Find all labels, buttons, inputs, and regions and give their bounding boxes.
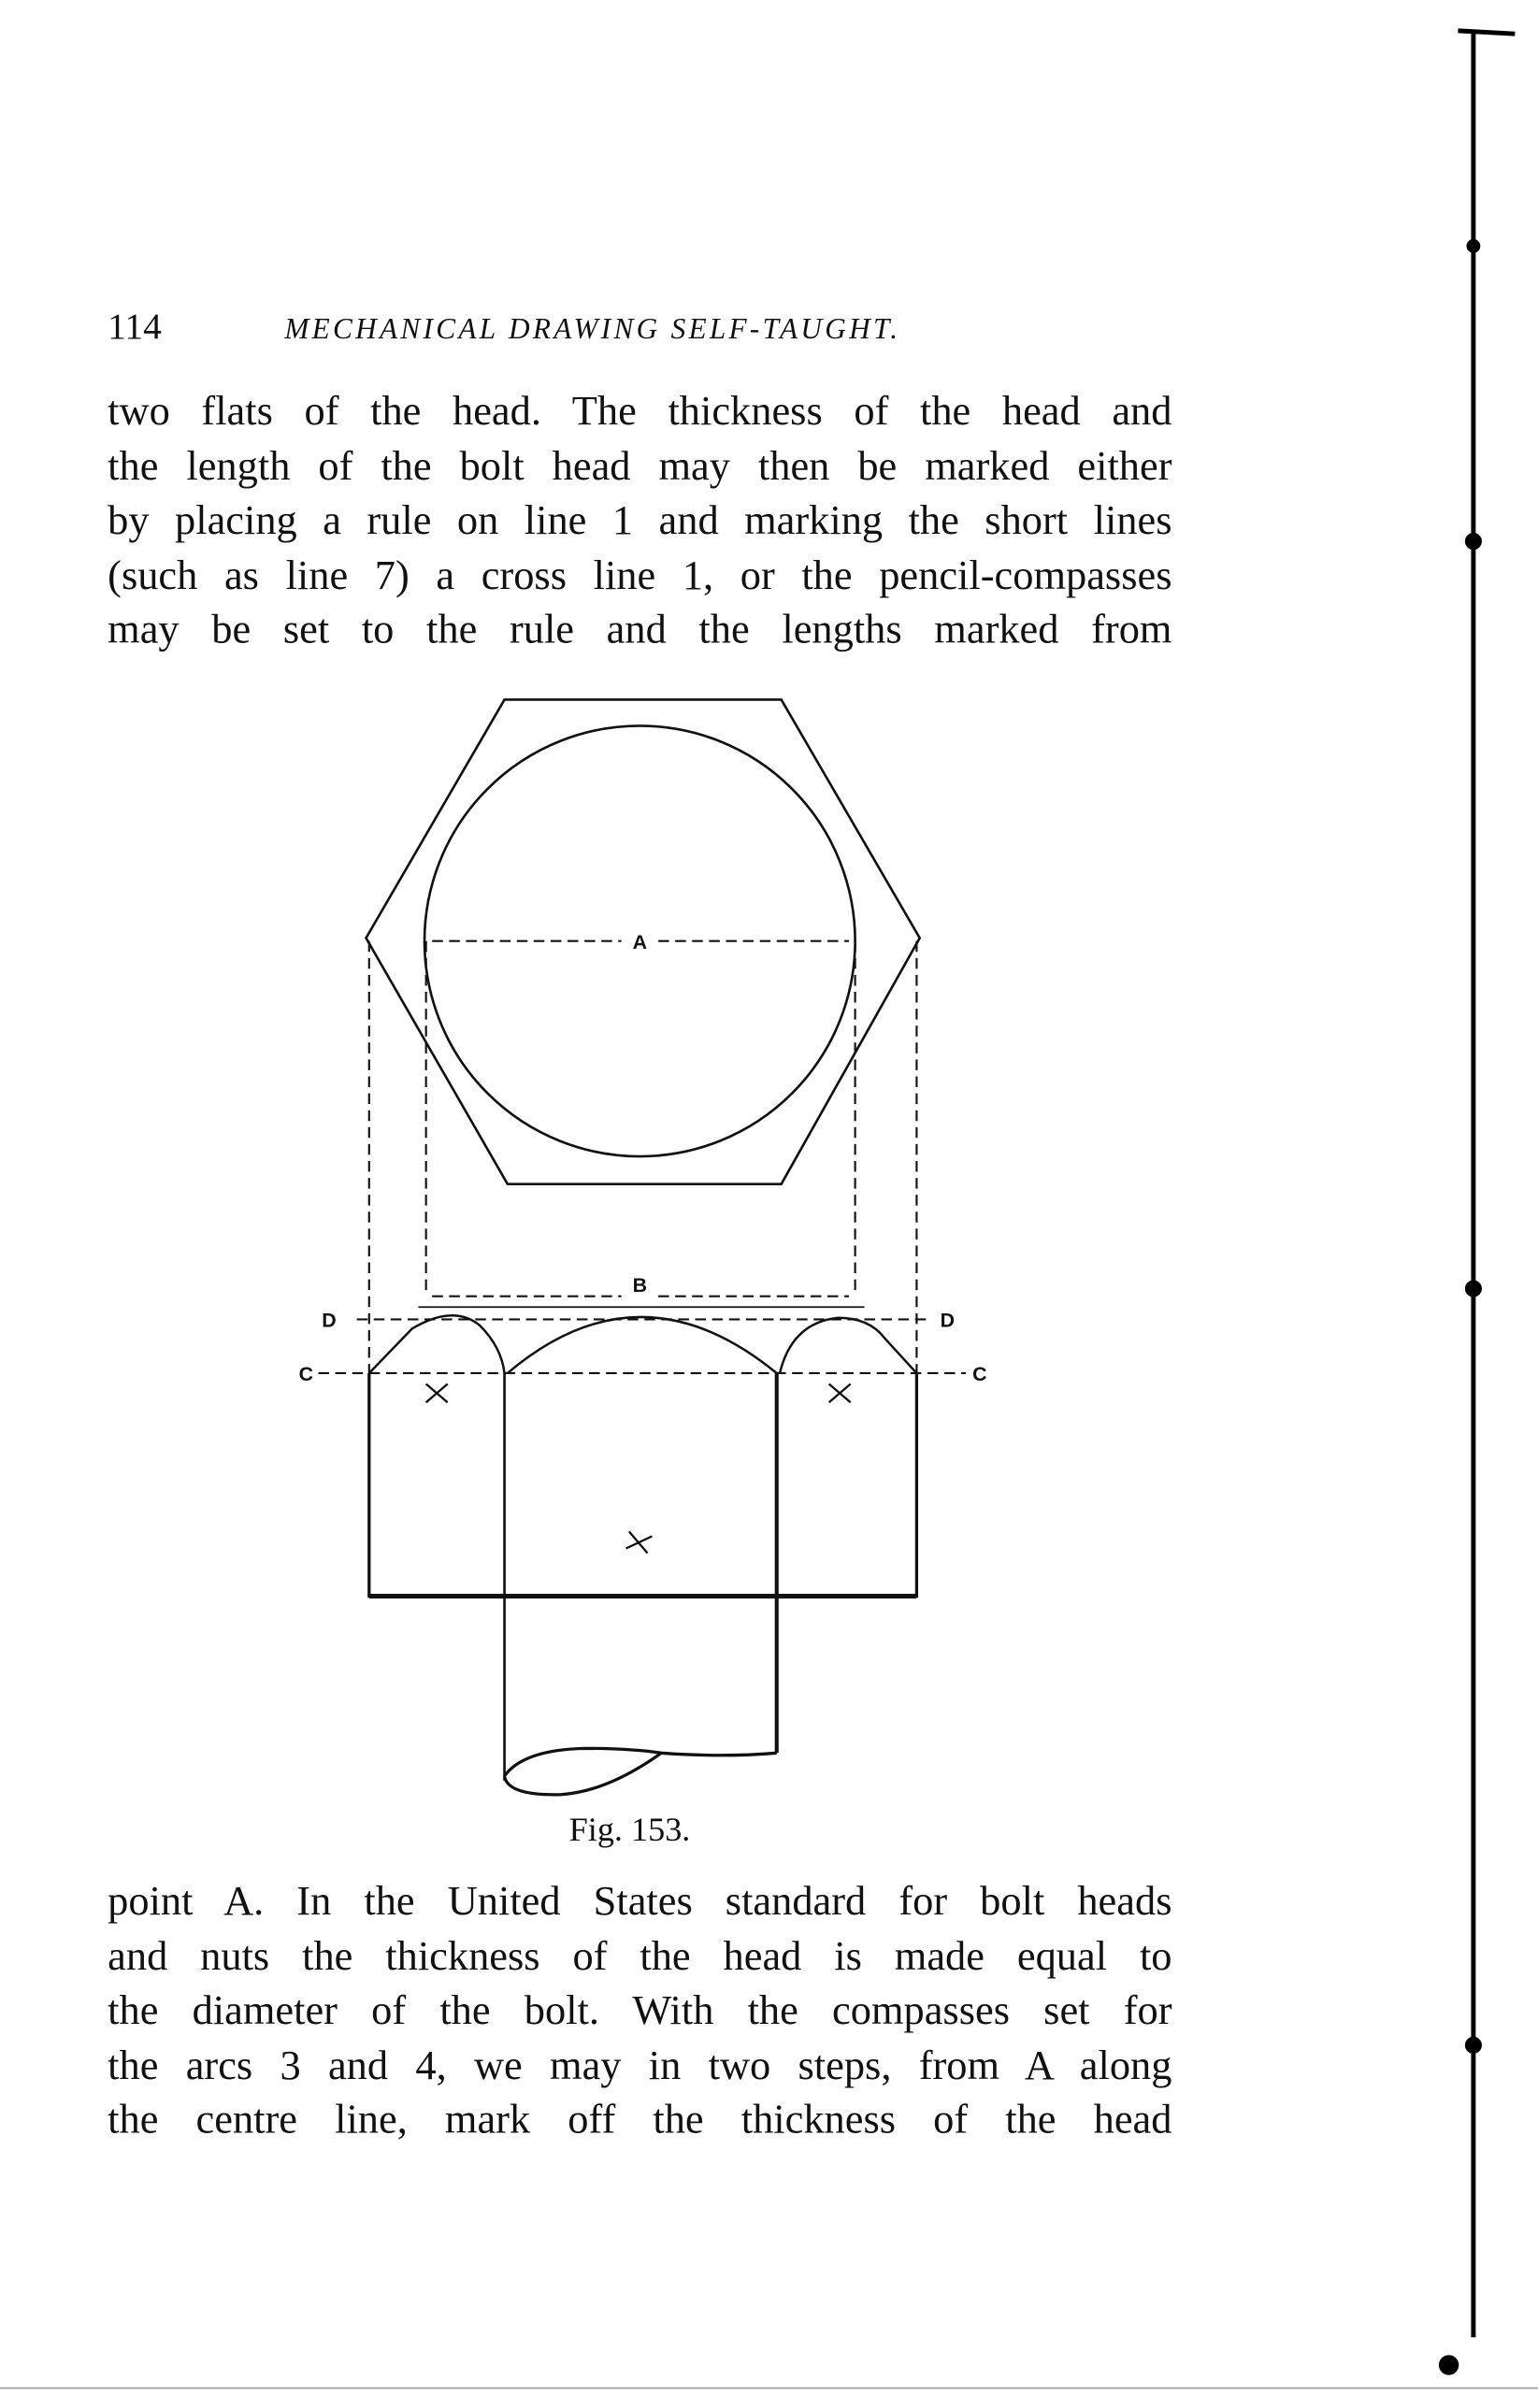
label-b: B [633,1274,647,1297]
left-arc [367,1314,506,1374]
label-c-right: C [972,1363,986,1385]
running-title: MECHANICAL DRAWING SELF-TAUGHT. [284,313,901,347]
text-line: two flats of the head. The thickness of … [108,387,1172,434]
label-a: A [633,931,647,953]
text-line: and nuts the thickness of the head is ma… [108,1931,1172,1979]
text-line: by placing a rule on line 1 and marking … [108,496,1172,543]
text-line: point A. In the United States standard f… [108,1877,1172,1924]
label-d-left: D [322,1310,336,1332]
center-marks [424,1383,852,1555]
middle-arc [507,1315,778,1374]
shank-break [502,1746,777,1797]
paragraph-bottom: point A. In the United States standard f… [108,1874,1171,2147]
paragraph-top: two flats of the head. The thickness of … [108,384,1171,657]
page-number: 114 [108,308,162,348]
label-d-right: D [941,1310,955,1332]
margin-binding-line [1438,28,1516,2375]
text-line: the diameter of the bolt. With the compa… [108,1986,1172,2033]
hexagon-outline [364,698,922,1185]
label-c-left: C [299,1363,313,1385]
text-line: the arcs 3 and 4, we may in two steps, f… [108,2041,1172,2088]
right-arc [778,1316,918,1374]
head-side-view [367,1372,919,1598]
text-line: (such as line 7) a cross line 1, or the … [108,551,1172,598]
text-line: may be set to the rule and the lengths m… [108,606,1172,652]
text-line: the centre line, mark off the thickness … [108,2096,1172,2143]
figure-caption: Fig. 153. [568,1810,691,1849]
text-line: the length of the bolt head may then be … [108,441,1172,489]
